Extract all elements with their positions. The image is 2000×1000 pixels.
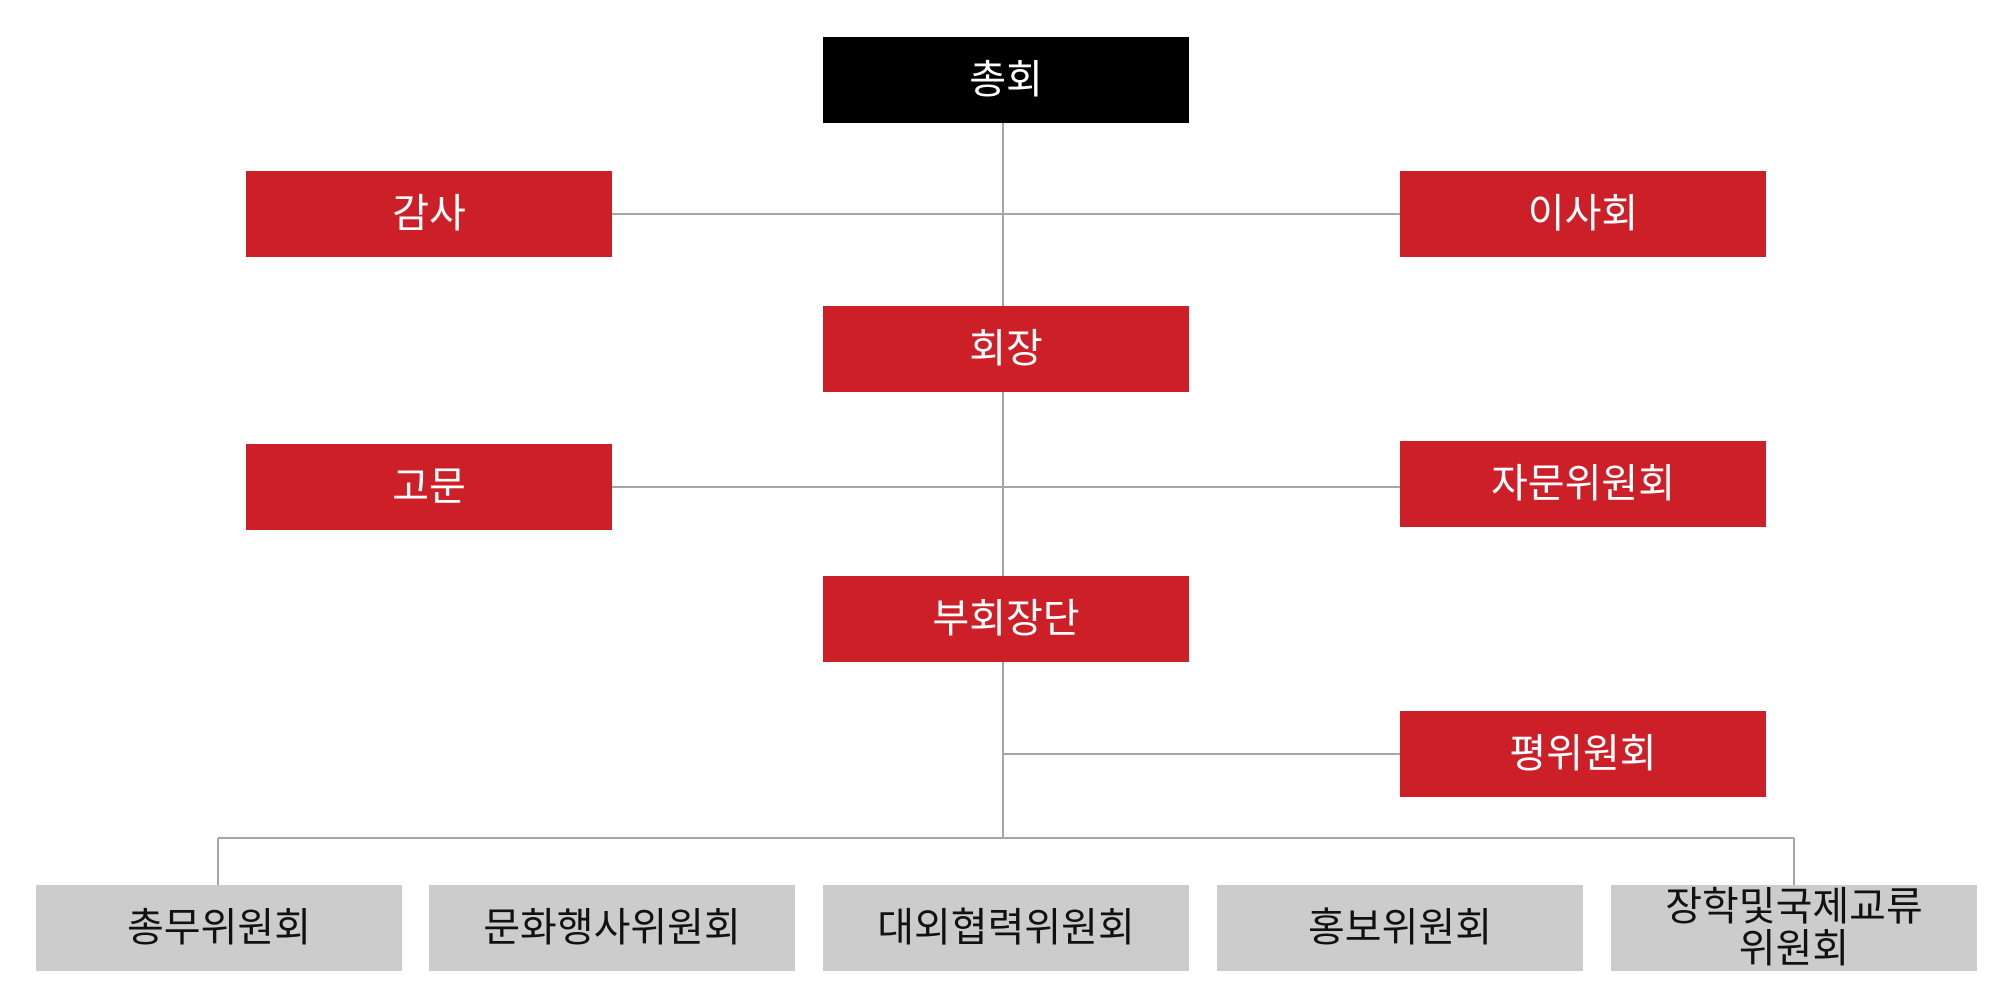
node-board-label: 이사회	[1527, 191, 1639, 237]
node-president: 회장	[823, 306, 1189, 392]
committee-label: 문화행사위원회	[483, 905, 741, 951]
node-vice-presidents: 부회장단	[823, 576, 1189, 662]
node-advisor-label: 고문	[392, 464, 466, 510]
node-advisory-committee: 자문위원회	[1400, 441, 1766, 527]
committee-public-relations: 홍보위원회	[1217, 885, 1583, 971]
committee-label: 홍보위원회	[1308, 905, 1492, 951]
committee-general-affairs: 총무위원회	[36, 885, 402, 971]
node-general-assembly-label: 총회	[969, 57, 1043, 103]
node-audit: 감사	[246, 171, 612, 257]
committee-cultural-events: 문화행사위원회	[429, 885, 795, 971]
node-peer-committee-label: 평위원회	[1509, 731, 1657, 777]
node-advisor: 고문	[246, 444, 612, 530]
node-peer-committee: 평위원회	[1400, 711, 1766, 797]
node-vice-presidents-label: 부회장단	[932, 596, 1080, 642]
node-audit-label: 감사	[392, 191, 466, 237]
node-board: 이사회	[1400, 171, 1766, 257]
committee-scholarship-international: 장학및국제교류 위원회	[1611, 885, 1977, 971]
node-advisory-committee-label: 자문위원회	[1491, 461, 1675, 507]
committee-label: 대외협력위원회	[877, 905, 1135, 951]
node-president-label: 회장	[969, 326, 1043, 372]
committee-label: 총무위원회	[127, 905, 311, 951]
committee-external-relations: 대외협력위원회	[823, 885, 1189, 971]
committee-label: 장학및국제교류 위원회	[1665, 884, 1923, 972]
node-general-assembly: 총회	[823, 37, 1189, 123]
